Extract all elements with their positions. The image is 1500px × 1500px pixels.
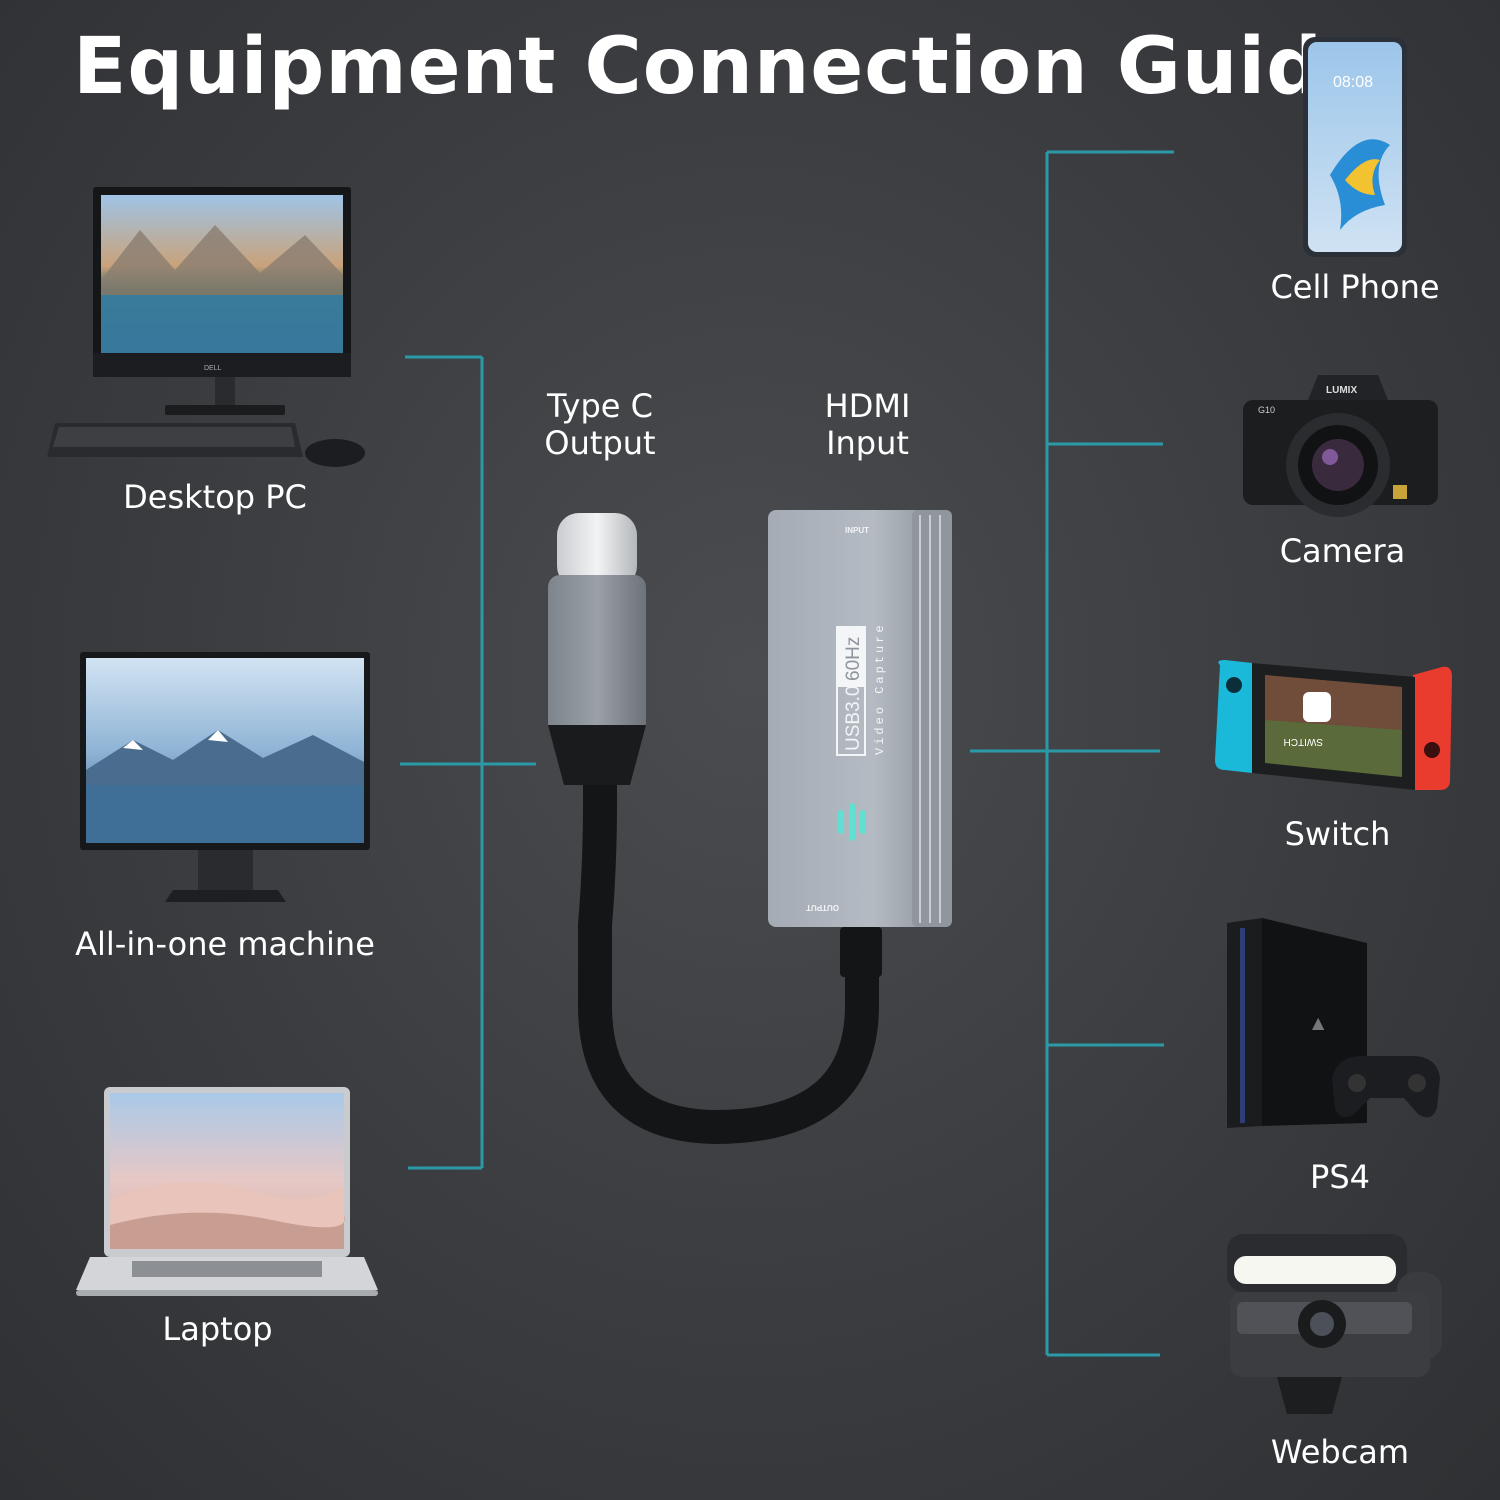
hz-label: 60Hz bbox=[843, 637, 864, 681]
input-marking: INPUT bbox=[845, 526, 869, 535]
playstation-logo-icon: ▲ bbox=[1312, 1013, 1325, 1032]
status-led-icon bbox=[838, 803, 866, 841]
monitor-icon bbox=[80, 652, 370, 902]
webcam-icon bbox=[1227, 1234, 1442, 1414]
device-label-cell-phone: Cell Phone bbox=[1270, 268, 1440, 306]
capture-box bbox=[768, 510, 943, 927]
device-label-laptop: Laptop bbox=[162, 1310, 273, 1348]
page-title: Equipment Connection Guide bbox=[73, 22, 1377, 112]
device-label-switch: Switch bbox=[1284, 815, 1391, 853]
hdmi-input-label: HDMI Input bbox=[824, 387, 911, 462]
phone-time: 08:08 bbox=[1333, 74, 1373, 91]
camera-icon: LUMIX G10 bbox=[1243, 375, 1438, 517]
game-console-icon: SWITCH bbox=[1215, 660, 1452, 790]
usb-label: USB3.0 bbox=[843, 686, 864, 751]
product-label: Video Capture bbox=[873, 622, 887, 755]
output-marking: OUTPUT bbox=[806, 903, 839, 912]
cell-phone-icon: 08:08 bbox=[1303, 37, 1407, 257]
ps4-icon: ▲ bbox=[1227, 918, 1440, 1128]
camera-model: G10 bbox=[1258, 405, 1275, 415]
device-label-desktop-pc: Desktop PC bbox=[123, 478, 307, 516]
type-c-plug bbox=[557, 513, 637, 588]
desktop-pc-icon: DELL bbox=[47, 187, 365, 467]
camera-brand: LUMIX bbox=[1326, 385, 1357, 396]
gamepad-icon bbox=[1332, 1056, 1440, 1118]
device-label-all-in-one: All-in-one machine bbox=[75, 925, 375, 963]
video-capture-adapter: INPUT OUTPUT USB3.0 60Hz Video Capture bbox=[548, 510, 952, 1145]
device-label-webcam: Webcam bbox=[1270, 1433, 1410, 1471]
type-c-output-label: Type C Output bbox=[544, 387, 656, 462]
laptop-icon bbox=[76, 1087, 378, 1296]
device-label-camera: Camera bbox=[1279, 532, 1406, 570]
desktop-brand-text: DELL bbox=[204, 365, 222, 372]
switch-text: SWITCH bbox=[1284, 736, 1323, 747]
device-label-ps4: PS4 bbox=[1310, 1158, 1370, 1196]
